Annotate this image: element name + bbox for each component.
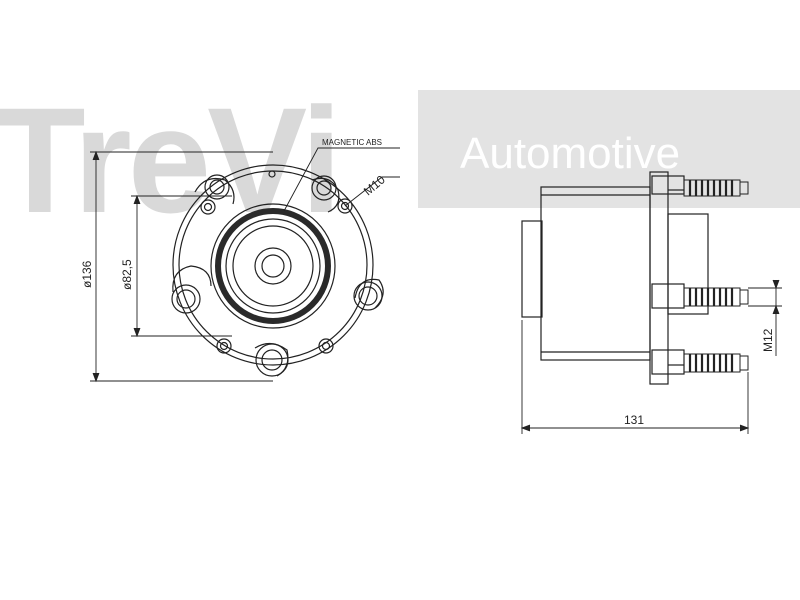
bearing-body (540, 186, 651, 361)
overall-width-label: 131 (624, 413, 644, 427)
seal-inner (225, 218, 321, 314)
pocket-hole (255, 343, 289, 377)
stud-hole (216, 338, 232, 354)
stud-holes (200, 198, 353, 354)
watermark-band (418, 90, 800, 208)
pilot-diameter-label: ø82,5 (120, 259, 134, 290)
stud-hole (318, 338, 334, 354)
magnetic-abs-leader (283, 147, 400, 212)
hub-bore-inner (261, 254, 285, 278)
m10-label: M10 (361, 172, 388, 198)
m10-leader (344, 176, 400, 207)
front-view (171, 147, 400, 377)
threaded-studs (683, 179, 749, 373)
side-dimensions (520, 279, 782, 434)
hub-bore-outer (232, 225, 314, 307)
pocket-holes (171, 174, 383, 377)
side-view (521, 171, 709, 385)
pocket-hole (171, 284, 201, 314)
stud-thread-label: M12 (761, 328, 775, 352)
top-hole (268, 170, 276, 178)
magnetic-abs-ring (215, 208, 331, 324)
pocket-hole (311, 175, 337, 201)
hub-bore (254, 247, 292, 285)
outer-diameter-label: ø136 (80, 260, 94, 288)
bearing-housing (210, 203, 336, 329)
watermark-tagline: Automotive (460, 129, 680, 178)
pocket-hole (353, 281, 383, 311)
watermark-brand: TreVi (0, 76, 338, 244)
stud-hole (200, 199, 216, 215)
flange-pilot (667, 213, 709, 315)
stud-top (683, 179, 749, 197)
magnetic-abs-label: MAGNETIC ABS (322, 138, 382, 147)
stud-middle (683, 287, 749, 307)
front-dimensions (90, 150, 273, 383)
stud-bottom (683, 353, 749, 373)
pocket-hole (204, 174, 230, 200)
watermark: TreVi Automotive (0, 76, 800, 244)
hub-outer-flange (172, 164, 374, 366)
lug-bosses (172, 177, 384, 377)
hub-body (521, 220, 543, 318)
stud-hole (337, 198, 353, 214)
